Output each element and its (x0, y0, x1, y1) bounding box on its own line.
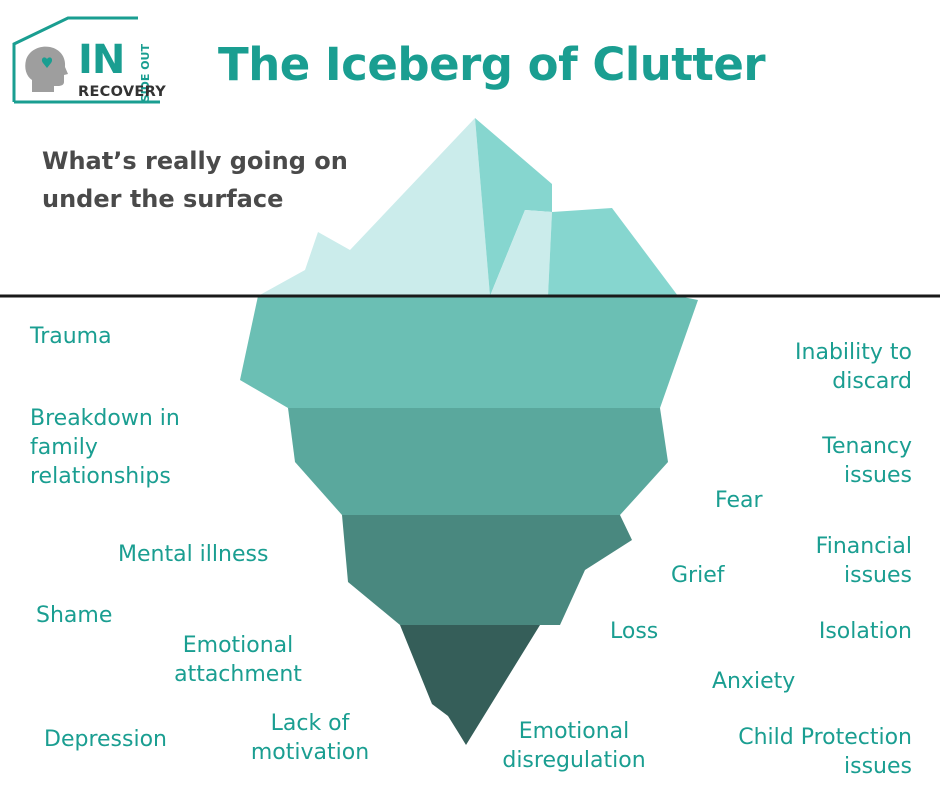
label-emotional-attachment: Emotional attachment (174, 633, 302, 687)
label-trauma: Trauma (30, 324, 112, 349)
logo-house-outline-icon (12, 16, 160, 104)
iceberg-tip-shadow (475, 118, 552, 296)
label-mental-illness: Mental illness (118, 542, 269, 567)
label-inability-to-discard: Inability to discard (795, 340, 912, 394)
page-title: The Iceberg of Clutter (218, 38, 766, 91)
iceberg-tip-small (490, 210, 552, 296)
iceberg-layer-1 (240, 296, 698, 408)
iceberg-tip-left (258, 118, 490, 296)
label-tenancy-issues: Tenancy issues (822, 434, 912, 488)
label-financial-issues: Financial issues (815, 534, 912, 588)
head-icon (25, 46, 68, 92)
label-depression: Depression (44, 727, 167, 752)
label-emotional-disregulation: Emotional disregulation (502, 719, 646, 773)
iceberg-layer-3 (342, 515, 632, 625)
label-grief: Grief (671, 563, 725, 588)
label-isolation: Isolation (818, 619, 912, 644)
label-lack-of-motivation: Lack of motivation (250, 711, 370, 765)
iceberg-layer-2 (288, 408, 668, 515)
label-breakdown-family: Breakdown in family relationships (30, 406, 180, 489)
logo-in-text: IN (78, 37, 125, 83)
label-child-protection-issues: Child Protection issues (738, 725, 912, 779)
logo-recovery-text: RECOVERY (78, 84, 167, 100)
label-anxiety: Anxiety (712, 669, 796, 694)
iceberg-layer-4 (400, 625, 540, 745)
label-fear: Fear (715, 488, 763, 513)
logo: IN SIDE OUT RECOVERY (10, 14, 166, 104)
label-shame: Shame (36, 603, 113, 628)
label-loss: Loss (610, 619, 659, 644)
iceberg-tip-right (548, 208, 678, 296)
subtitle: What’s really going on under the surface (42, 147, 348, 213)
